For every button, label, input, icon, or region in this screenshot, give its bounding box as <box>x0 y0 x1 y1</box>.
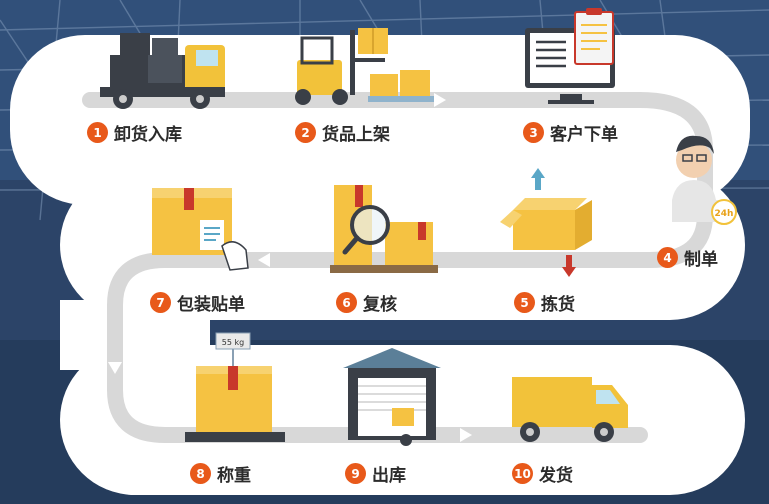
step-9-label: 9 出库 <box>345 461 406 486</box>
step-title: 称重 <box>217 466 251 486</box>
step-8-label: 8 称重 <box>190 461 251 486</box>
step-title: 拣货 <box>541 295 575 315</box>
step-2-label: 2 货品上架 <box>295 120 390 145</box>
step-title: 复核 <box>363 295 397 315</box>
warehouse-door-icon <box>343 348 441 446</box>
step-title: 发货 <box>539 466 573 486</box>
step-7-label: 7 包装贴单 <box>150 290 245 315</box>
step-number-badge: 2 <box>295 122 316 143</box>
step-title: 出库 <box>372 466 406 486</box>
step-number-badge: 10 <box>512 463 533 484</box>
labeled-box-icon <box>152 188 249 271</box>
step-number-badge: 5 <box>514 292 535 313</box>
scale-reading: 55 kg <box>222 338 244 347</box>
delivery-truck-icon <box>512 377 628 442</box>
step-6-label: 6 复核 <box>336 290 397 315</box>
step-number-badge: 1 <box>87 122 108 143</box>
truck-unloading-icon <box>100 33 225 109</box>
step-title: 货品上架 <box>322 125 390 145</box>
step-number-badge: 7 <box>150 292 171 313</box>
open-box-icon <box>500 168 592 277</box>
step-number-badge: 9 <box>345 463 366 484</box>
step-1-label: 1 卸货入库 <box>87 120 182 145</box>
flow-track <box>82 92 713 443</box>
clock-badge-text: 24h <box>715 209 734 219</box>
step-number-badge: 8 <box>190 463 211 484</box>
magnifier-boxes-icon <box>330 185 438 273</box>
step-10-label: 10 发货 <box>512 461 573 486</box>
step-5-label: 5 拣货 <box>514 290 575 315</box>
step-number-badge: 3 <box>523 122 544 143</box>
computer-order-icon <box>525 8 615 104</box>
scale-box-icon: 55 kg <box>185 332 285 442</box>
step-title: 客户下单 <box>550 125 618 145</box>
step-number-badge: 6 <box>336 292 357 313</box>
step-title: 包装贴单 <box>177 295 245 315</box>
step-3-label: 3 客户下单 <box>523 120 618 145</box>
step-4-label: 4 制单 <box>657 245 718 270</box>
step-title: 制单 <box>684 250 718 270</box>
forklift-icon <box>295 28 434 105</box>
step-number-badge: 4 <box>657 247 678 268</box>
step-title: 卸货入库 <box>114 125 182 145</box>
operator-24h-icon: 24h <box>672 135 737 225</box>
track-direction-arrows <box>108 93 472 442</box>
